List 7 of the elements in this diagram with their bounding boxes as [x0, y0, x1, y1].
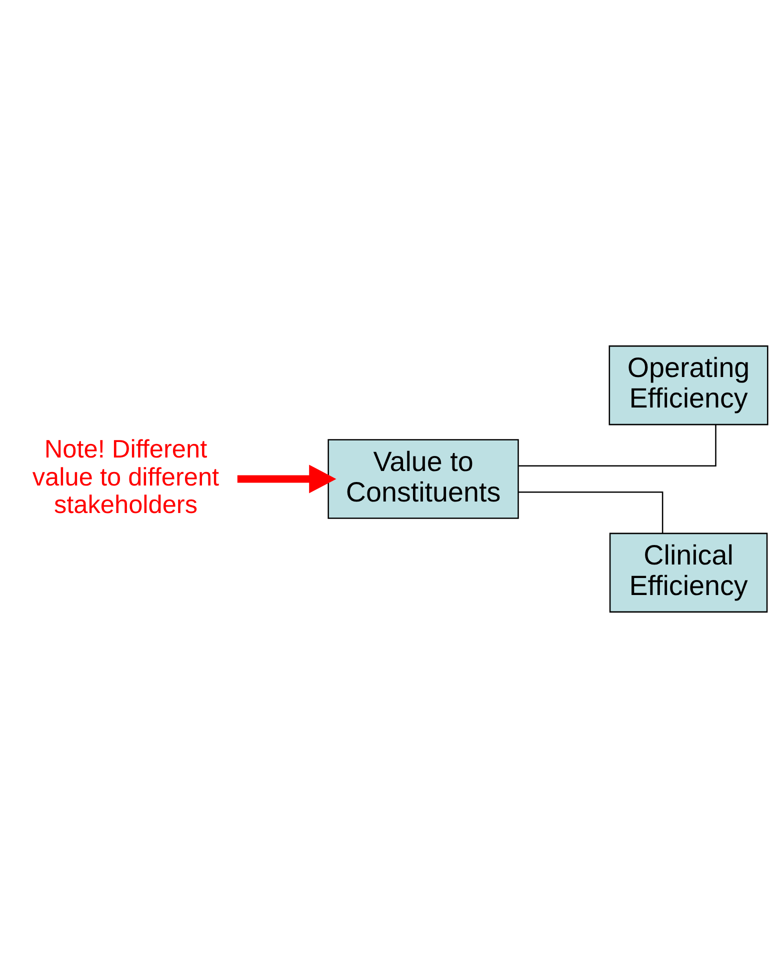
- node-box: Value to Constituents: [328, 438, 519, 518]
- arrow: [237, 464, 336, 493]
- node-text: Note! Different value to different stakeholders: [32, 434, 220, 519]
- node-box: Operating Efficiency: [608, 344, 768, 425]
- connector: [518, 490, 664, 533]
- connector: [518, 424, 716, 466]
- node-box: Clinical Efficiency: [609, 532, 768, 612]
